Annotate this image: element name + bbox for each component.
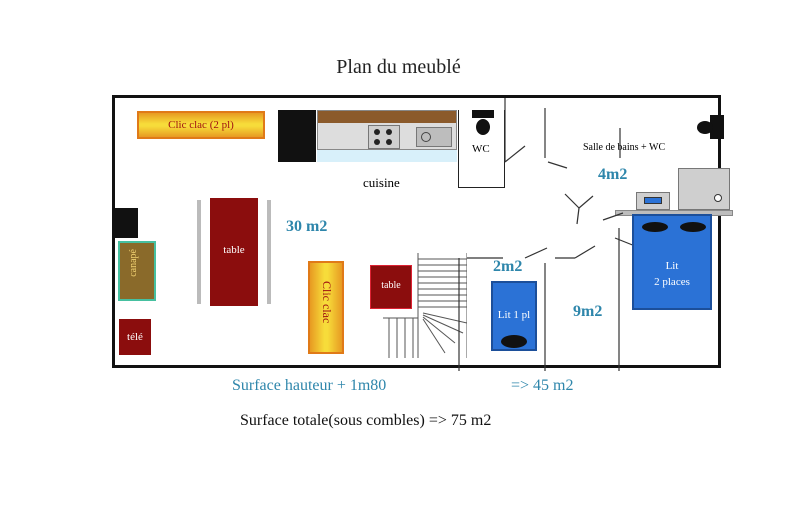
floor-plan: Clic clac (2 pl) cuisine WC Salle de bai…: [112, 95, 733, 371]
stove-icon: [368, 125, 400, 149]
washbasin: [636, 192, 670, 210]
table-bench-right: [267, 200, 271, 304]
bed-double: Lit 2 places: [632, 214, 712, 310]
surface-height-value: => 45 m2: [511, 377, 574, 394]
bed-single: Lit 1 pl: [491, 281, 537, 351]
small-room-area: 2m2: [493, 258, 523, 275]
toilet-icon: [472, 110, 494, 118]
bath-toilet-icon: [710, 115, 724, 139]
main-area: 30 m2: [286, 218, 328, 235]
fridge: [278, 110, 316, 162]
kitchen-label: cuisine: [363, 175, 400, 190]
sofa: canapé: [118, 241, 156, 301]
plan-title: Plan du meublé: [336, 56, 461, 78]
interior-walls: [458, 98, 636, 371]
bath-toilet-bowl: [697, 121, 713, 134]
clicclac-sofa-vertical: Clic clac: [308, 261, 344, 354]
clicclac-sofa-top: Clic clac (2 pl): [137, 111, 265, 139]
clicclac-top-label: Clic clac (2 pl): [168, 119, 234, 131]
bathtub: [678, 168, 730, 210]
wc-label: WC: [472, 143, 490, 155]
surface-height-label: Surface hauteur + 1m80: [232, 377, 387, 394]
kitchen-counter: [317, 110, 457, 150]
bedroom-area: 9m2: [573, 303, 603, 320]
table-bench-left: [197, 200, 201, 304]
bathroom-label: Salle de bains + WC: [583, 142, 666, 153]
table-large: table: [210, 198, 258, 306]
table-small: table: [370, 265, 412, 309]
toilet-bowl: [476, 119, 490, 135]
kitchen-floor: [317, 150, 457, 162]
surface-total: Surface totale(sous combles) => 75 m2: [240, 412, 492, 429]
tv: télé: [119, 319, 151, 355]
sink-icon: [416, 127, 452, 147]
bathroom-area: 4m2: [598, 166, 628, 183]
window-left: [112, 208, 138, 238]
